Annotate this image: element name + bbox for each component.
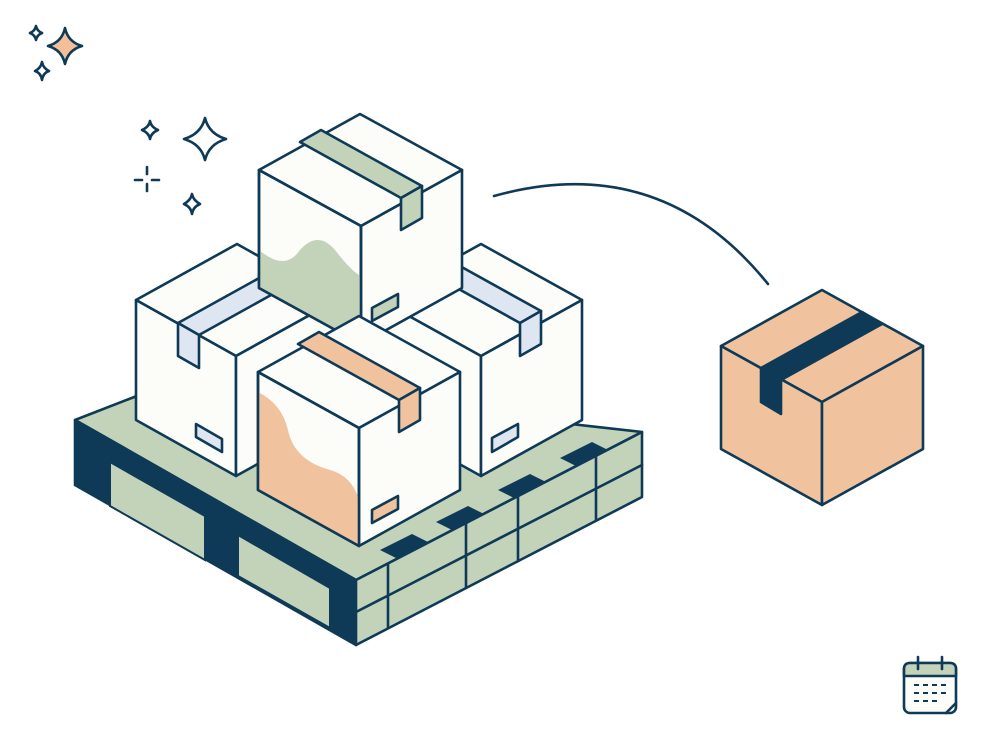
sparkle-icon: [28, 24, 44, 42]
box-separate: [719, 288, 925, 507]
calendar-icon: [902, 655, 958, 715]
box-tape: [759, 366, 783, 416]
pallet-notches: [380, 442, 608, 558]
sparkle-icon: [46, 26, 84, 66]
shipping-label: [370, 292, 400, 323]
pallet-slats: [354, 454, 644, 630]
box-front: [256, 314, 462, 548]
sparkle-icon: [182, 116, 228, 162]
box-tape: [176, 321, 201, 370]
box-tape: [518, 309, 543, 358]
pallet-opening: [237, 533, 331, 630]
sparkle-group-center: [133, 116, 228, 216]
sparkle-icon: [182, 192, 202, 216]
shipping-label: [490, 422, 520, 454]
pallet-opening: [109, 460, 206, 562]
box-top: [257, 112, 464, 346]
sparkle-icon: [33, 60, 51, 82]
box-tape: [399, 184, 424, 232]
box-stain: [258, 392, 359, 546]
box-stain: [259, 240, 361, 344]
shipping-label: [370, 494, 400, 525]
sparkle-group-top-left: [28, 24, 84, 82]
box-tape: [397, 386, 422, 434]
twinkle-icon: [133, 165, 161, 193]
sparkle-icon: [140, 119, 160, 141]
shipping-label: [194, 422, 224, 454]
motion-arc: [492, 182, 770, 286]
